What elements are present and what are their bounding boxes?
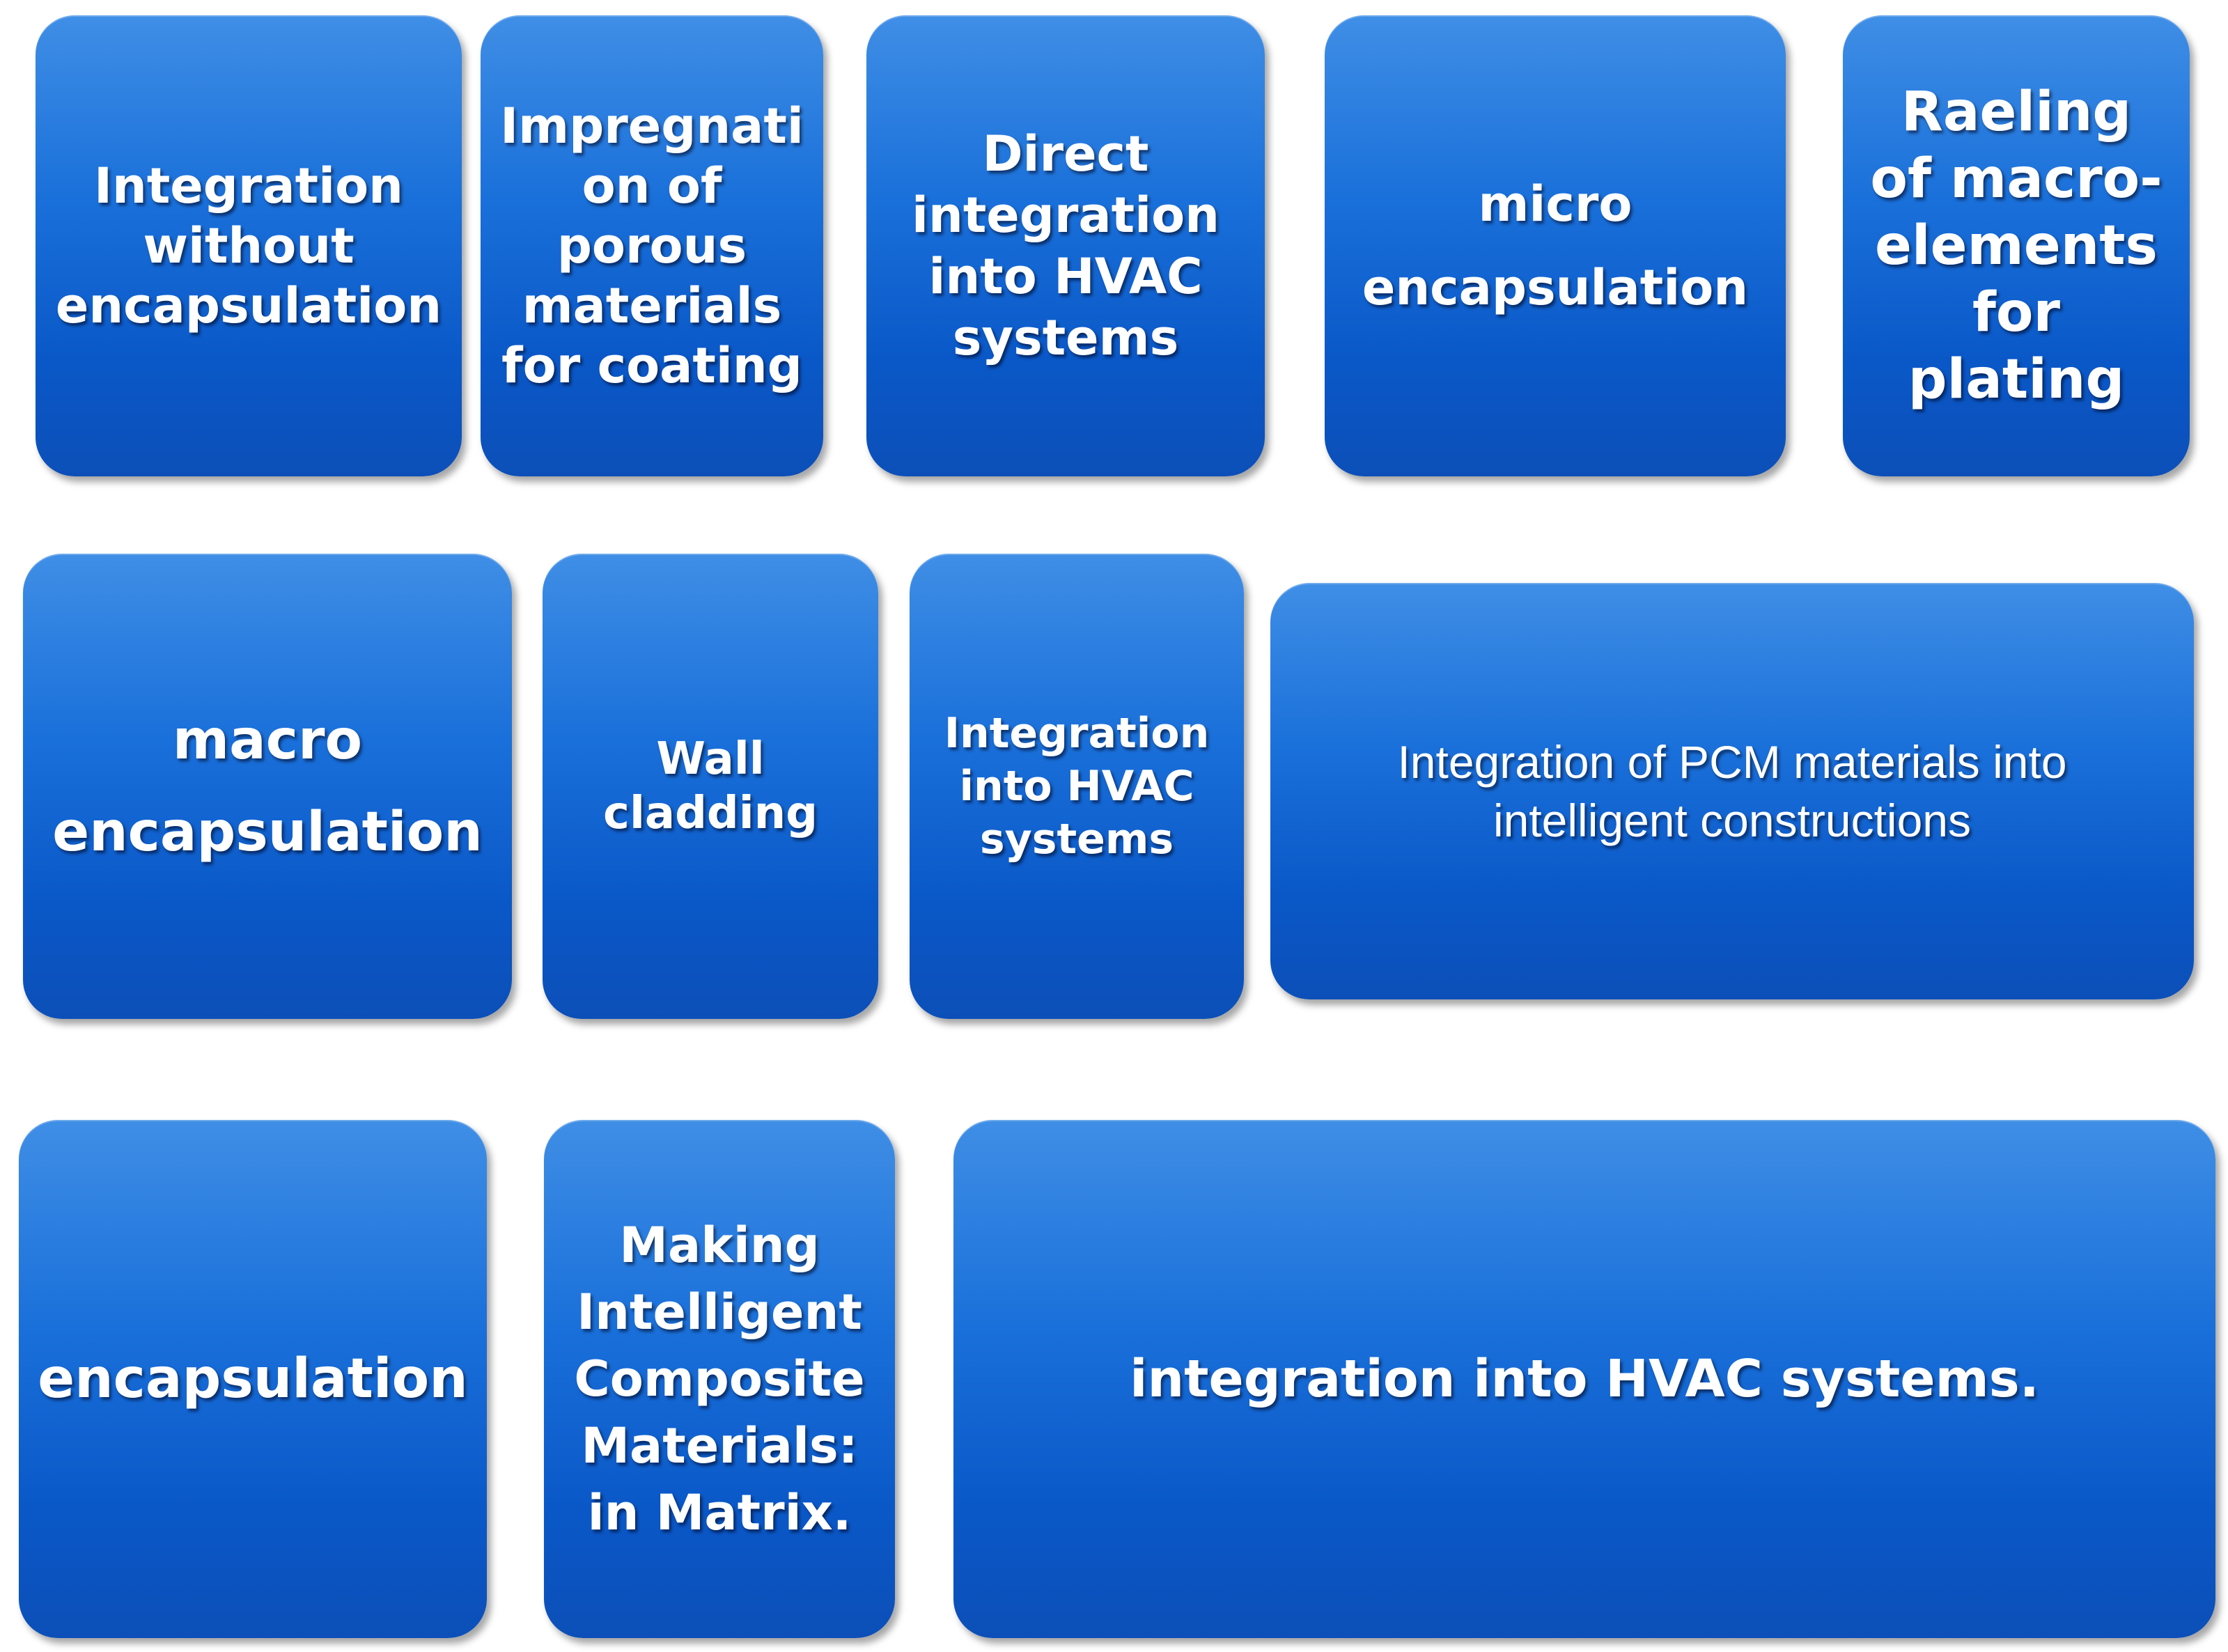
tile-impregnation-porous-materials: Impregnati on of porous materials for co… [481, 15, 823, 476]
tile-label: Integration without encapsulation [55, 157, 442, 334]
tile-label: micro encapsulation [1362, 176, 1749, 316]
tile-label: Wall cladding [603, 733, 818, 839]
tile-label: Direct integration into HVAC systems [911, 125, 1220, 366]
tile-direct-integration-hvac: Direct integration into HVAC systems [866, 15, 1265, 476]
tile-pcm-intelligent-constructions: Integration of PCM materials into intell… [1270, 583, 2194, 999]
tile-raeling-macro-elements: Raeling of macro- elements for plating [1843, 15, 2190, 476]
tile-integration-hvac-systems: integration into HVAC systems. [953, 1120, 2215, 1638]
tile-intelligent-composite-materials: Making Intelligent Composite Materials: … [544, 1120, 895, 1638]
tile-label: Impregnati on of porous materials for co… [500, 98, 804, 394]
tile-label: Integration into HVAC systems [944, 709, 1210, 864]
tile-label: macro encapsulation [52, 709, 483, 864]
tile-label: Raeling of macro- elements for plating [1870, 81, 2163, 411]
tile-encapsulation: encapsulation [19, 1120, 487, 1638]
tile-label: integration into HVAC systems. [1130, 1349, 2039, 1409]
tile-label: Making Intelligent Composite Materials: … [574, 1217, 865, 1541]
tile-label: Integration of PCM materials into intell… [1397, 736, 2067, 846]
tile-wall-cladding: Wall cladding [543, 554, 878, 1019]
tile-integration-into-hvac: Integration into HVAC systems [910, 554, 1244, 1019]
tile-micro-encapsulation: micro encapsulation [1325, 15, 1786, 476]
tile-label: encapsulation [38, 1348, 468, 1410]
tile-macro-encapsulation: macro encapsulation [23, 554, 512, 1019]
tile-integration-without-encapsulation: Integration without encapsulation [36, 15, 462, 476]
